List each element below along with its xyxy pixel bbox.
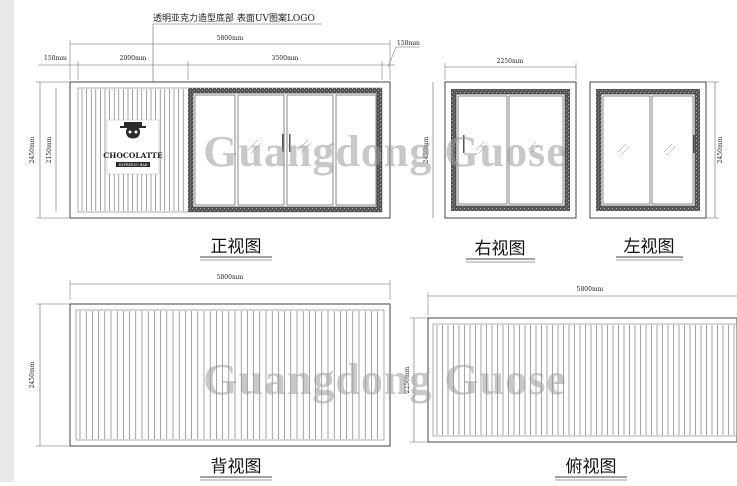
door-panel bbox=[508, 95, 564, 205]
door-panel bbox=[651, 95, 694, 205]
dim-front-total: 5800mm bbox=[217, 35, 244, 42]
annotation-text: 透明亚克力造型底部 表面UV图案LOGO bbox=[153, 12, 315, 24]
door-panel bbox=[237, 94, 285, 206]
back-view: 5800mm 2450mm 背视图 bbox=[29, 274, 391, 481]
front-view-label: 正视图 bbox=[211, 237, 262, 257]
dim-top-width: 5800mm bbox=[577, 286, 604, 293]
chocolatte-logo: CHOCOLATTE ESPRESSO BAR bbox=[103, 119, 163, 175]
door-panel bbox=[335, 94, 377, 206]
dim-front-right: 150mm bbox=[397, 40, 420, 47]
watermark-text: Guangdong Guose bbox=[203, 127, 566, 176]
top-view-label: 俯视图 bbox=[566, 457, 617, 477]
door-handle bbox=[282, 134, 284, 152]
logo-main-text: CHOCOLATTE bbox=[103, 151, 163, 160]
door-handle bbox=[463, 135, 465, 153]
dim-back-width: 5800mm bbox=[217, 274, 244, 281]
dim-back-height: 2450mm bbox=[29, 361, 36, 388]
dim-right-height: 2450mm bbox=[423, 136, 430, 163]
top-view: 5800mm 2250mm 俯视图 bbox=[404, 286, 737, 481]
door-panel bbox=[194, 94, 236, 206]
dim-front-height-inner: 2150mm bbox=[46, 136, 53, 163]
dim-front-left: 150mm bbox=[44, 55, 67, 62]
right-view: 2250mm 2450mm 右视图 bbox=[423, 58, 577, 263]
dim-front-height-outer: 2450mm bbox=[29, 136, 36, 163]
door-handle bbox=[693, 135, 695, 153]
left-view: 2450mm 左视图 bbox=[589, 81, 724, 261]
dim-front-seg1: 2000mm bbox=[120, 55, 147, 62]
top-corrugated-panel bbox=[436, 325, 735, 435]
dim-front-seg2: 3500mm bbox=[272, 55, 299, 62]
door-panel bbox=[457, 95, 508, 205]
back-view-label: 背视图 bbox=[211, 457, 262, 477]
front-corrugated-panel bbox=[81, 89, 184, 211]
dim-right-width: 2250mm bbox=[497, 58, 524, 65]
right-view-label: 右视图 bbox=[475, 239, 526, 259]
front-sliding-doors bbox=[194, 94, 377, 206]
dim-left-height: 2450mm bbox=[717, 136, 724, 163]
door-panel bbox=[602, 95, 651, 205]
back-corrugated-panel bbox=[79, 311, 378, 439]
top-container-outline bbox=[427, 317, 737, 443]
door-handle bbox=[289, 134, 291, 152]
dim-top-height: 2250mm bbox=[404, 366, 411, 393]
front-view: 透明亚克力造型底部 表面UV图案LOGO 5800mm 150mm 2000mm… bbox=[29, 12, 420, 261]
logo-sub-text: ESPRESSO BAR bbox=[119, 163, 148, 167]
margin-strip bbox=[0, 0, 14, 482]
door-panel bbox=[286, 94, 334, 206]
left-view-label: 左视图 bbox=[624, 237, 675, 257]
watermark-text: Guangdong Guose bbox=[203, 355, 566, 404]
